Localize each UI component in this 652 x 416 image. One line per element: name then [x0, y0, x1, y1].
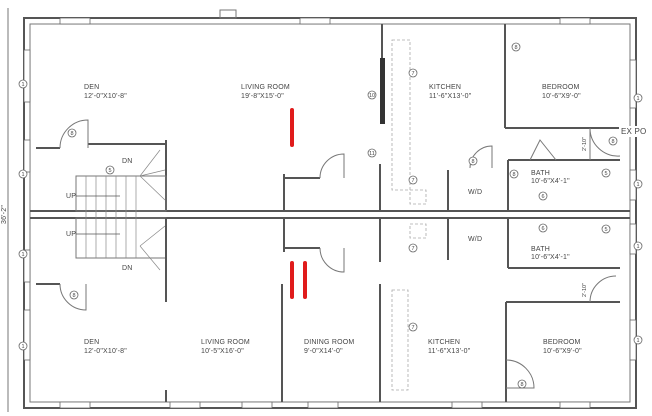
room-size-bedroom: 10'-6"X9'-0" [543, 348, 582, 355]
element-tag-label: 8 [512, 172, 515, 178]
element-tag-label: 7 [411, 178, 414, 184]
element-tag-label: 1 [636, 182, 639, 188]
exterior-label-backdrop [619, 126, 650, 137]
overall-dimension: 36'-2" [1, 205, 8, 224]
room-size-bath: 10'-6"X4'-1" [531, 254, 570, 261]
element-tag-label: 8 [611, 139, 614, 145]
stair-up-label: UP [66, 193, 76, 200]
room-name-bath: BATH [531, 170, 550, 177]
room-name-living: LIVING ROOM [201, 339, 250, 346]
room-name-kitchen: KITCHEN [429, 84, 461, 91]
red-markers [290, 108, 307, 299]
element-tag-label: 11 [369, 151, 375, 157]
room-size-living: 19'-8"X15'-0" [241, 93, 284, 100]
element-tag-label: 7 [411, 71, 414, 77]
element-tag-label: 1 [21, 252, 24, 258]
room-name-bedroom: BEDROOM [543, 339, 581, 346]
room-name-bedroom: BEDROOM [542, 84, 580, 91]
room-size-dining: 9'-0"X14'-0" [304, 348, 343, 355]
closet-dimension: 2'-10" [582, 137, 588, 151]
stair-dn-label: DN [122, 158, 133, 165]
room-name-wd: W/D [468, 189, 482, 196]
closet-dimension: 2'-10" [582, 283, 588, 297]
room-size-living: 10'-5"X16'-0" [201, 348, 244, 355]
room-name-living: LIVING ROOM [241, 84, 290, 91]
element-tag-label: 1 [21, 82, 24, 88]
room-name-dining: DINING ROOM [304, 339, 354, 346]
element-tag-label: 5 [108, 168, 111, 174]
room-name-den: DEN [84, 84, 99, 91]
room-size-bath: 10'-6"X4'-1" [531, 178, 570, 185]
element-tag-label: 1 [636, 338, 639, 344]
room-size-den: 12'-0"X10'-8" [84, 93, 127, 100]
element-tag-label: 8 [471, 159, 474, 165]
room-name-kitchen: KITCHEN [428, 339, 460, 346]
element-tag-label: 1 [636, 244, 639, 250]
element-tag-label: 7 [411, 325, 414, 331]
element-tag-label: 8 [514, 45, 517, 51]
element-tag-label: 6 [541, 194, 544, 200]
element-tag-label: 1 [21, 344, 24, 350]
element-tag-label: 8 [520, 382, 523, 388]
room-size-kitchen: 11'-6"X13'-0" [429, 93, 472, 100]
room-name-bath: BATH [531, 246, 550, 253]
room-size-den: 12'-0"X10'-8" [84, 348, 127, 355]
lower-unit-labels: DEN 12'-0"X10'-8" LIVING ROOM 10'-5"X16'… [84, 236, 582, 355]
room-name-den: DEN [84, 339, 99, 346]
element-tag-label: 5 [604, 171, 607, 177]
element-tag-label: 8 [70, 131, 73, 137]
upper-unit-labels: DEN 12'-0"X10'-8" LIVING ROOM 19'-8"X15'… [84, 84, 581, 196]
stair-up-label: UP [66, 231, 76, 238]
element-tag-label: 8 [72, 293, 75, 299]
element-tag-label: 1 [636, 96, 639, 102]
room-size-bedroom: 10'-6"X9'-0" [542, 93, 581, 100]
room-size-kitchen: 11'-6"X13'-0" [428, 348, 471, 355]
room-name-wd: W/D [468, 236, 482, 243]
element-tags: 1 1 1 1 1 1 1 1 8 8 5 8 8 8 8 5 5 6 6 7 … [18, 42, 643, 389]
stair-dn-label: DN [122, 265, 133, 272]
element-tag-label: 6 [541, 226, 544, 232]
element-tag-label: 7 [411, 246, 414, 252]
element-tag-label: 1 [21, 172, 24, 178]
lower-walls [36, 39, 620, 402]
windows [23, 17, 637, 409]
element-tag-label: 5 [604, 227, 607, 233]
element-tag-label: 10 [369, 93, 375, 99]
exterior-label: EX PO [621, 127, 646, 136]
